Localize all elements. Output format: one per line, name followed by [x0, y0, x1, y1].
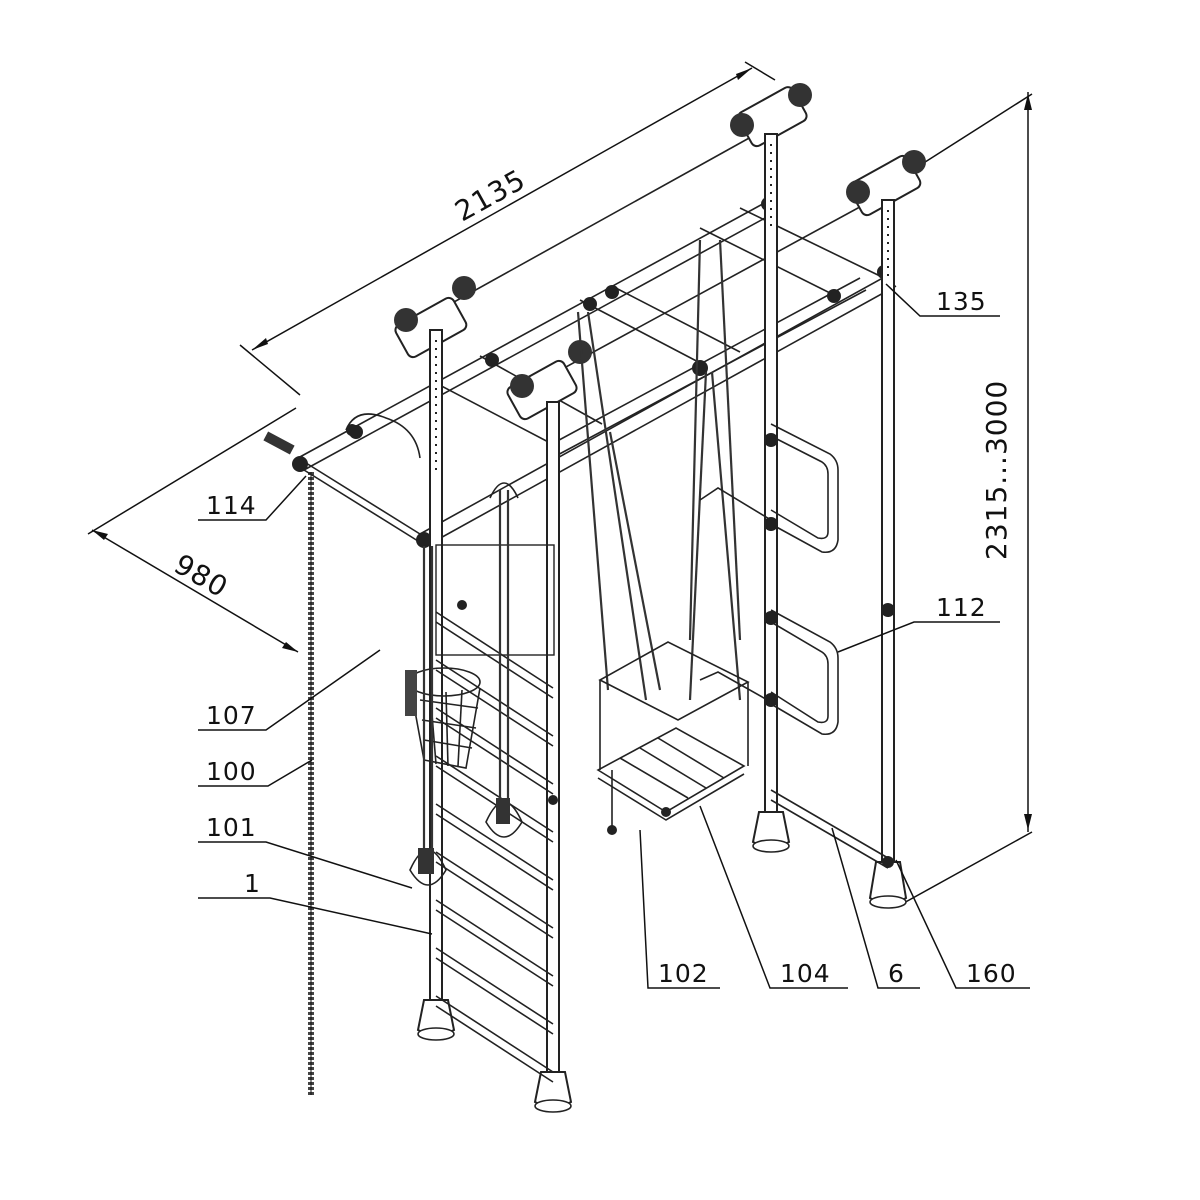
- callout-1: 1: [244, 869, 261, 898]
- callout-104: 104: [780, 959, 831, 988]
- gymnastic-rings: [409, 482, 523, 886]
- dimension-width-label: 2135: [449, 163, 531, 228]
- dimension-height-label: 2315...3000: [980, 380, 1013, 560]
- ladder-rungs: [435, 611, 558, 1083]
- basketball-hoop: [405, 544, 555, 769]
- callout-100: 100: [206, 757, 257, 786]
- callout-160: 160: [966, 959, 1017, 988]
- dimension-width-line: [239, 61, 776, 396]
- side-handrails: [699, 423, 895, 869]
- top-frame: [292, 83, 926, 548]
- pull-up-handle: [263, 413, 421, 459]
- callout-102: 102: [658, 959, 709, 988]
- vertical-posts: [416, 133, 908, 1113]
- callout-6: 6: [888, 959, 905, 988]
- callout-114: 114: [206, 491, 257, 520]
- callout-107: 107: [206, 701, 257, 730]
- swing: [576, 239, 750, 835]
- callout-101: 101: [206, 813, 257, 842]
- callout-135: 135: [936, 287, 987, 316]
- dimension-depth-line: [87, 407, 299, 653]
- callout-leaders: [198, 283, 1030, 989]
- dimension-depth-label: 980: [169, 547, 234, 604]
- callout-112: 112: [936, 593, 987, 622]
